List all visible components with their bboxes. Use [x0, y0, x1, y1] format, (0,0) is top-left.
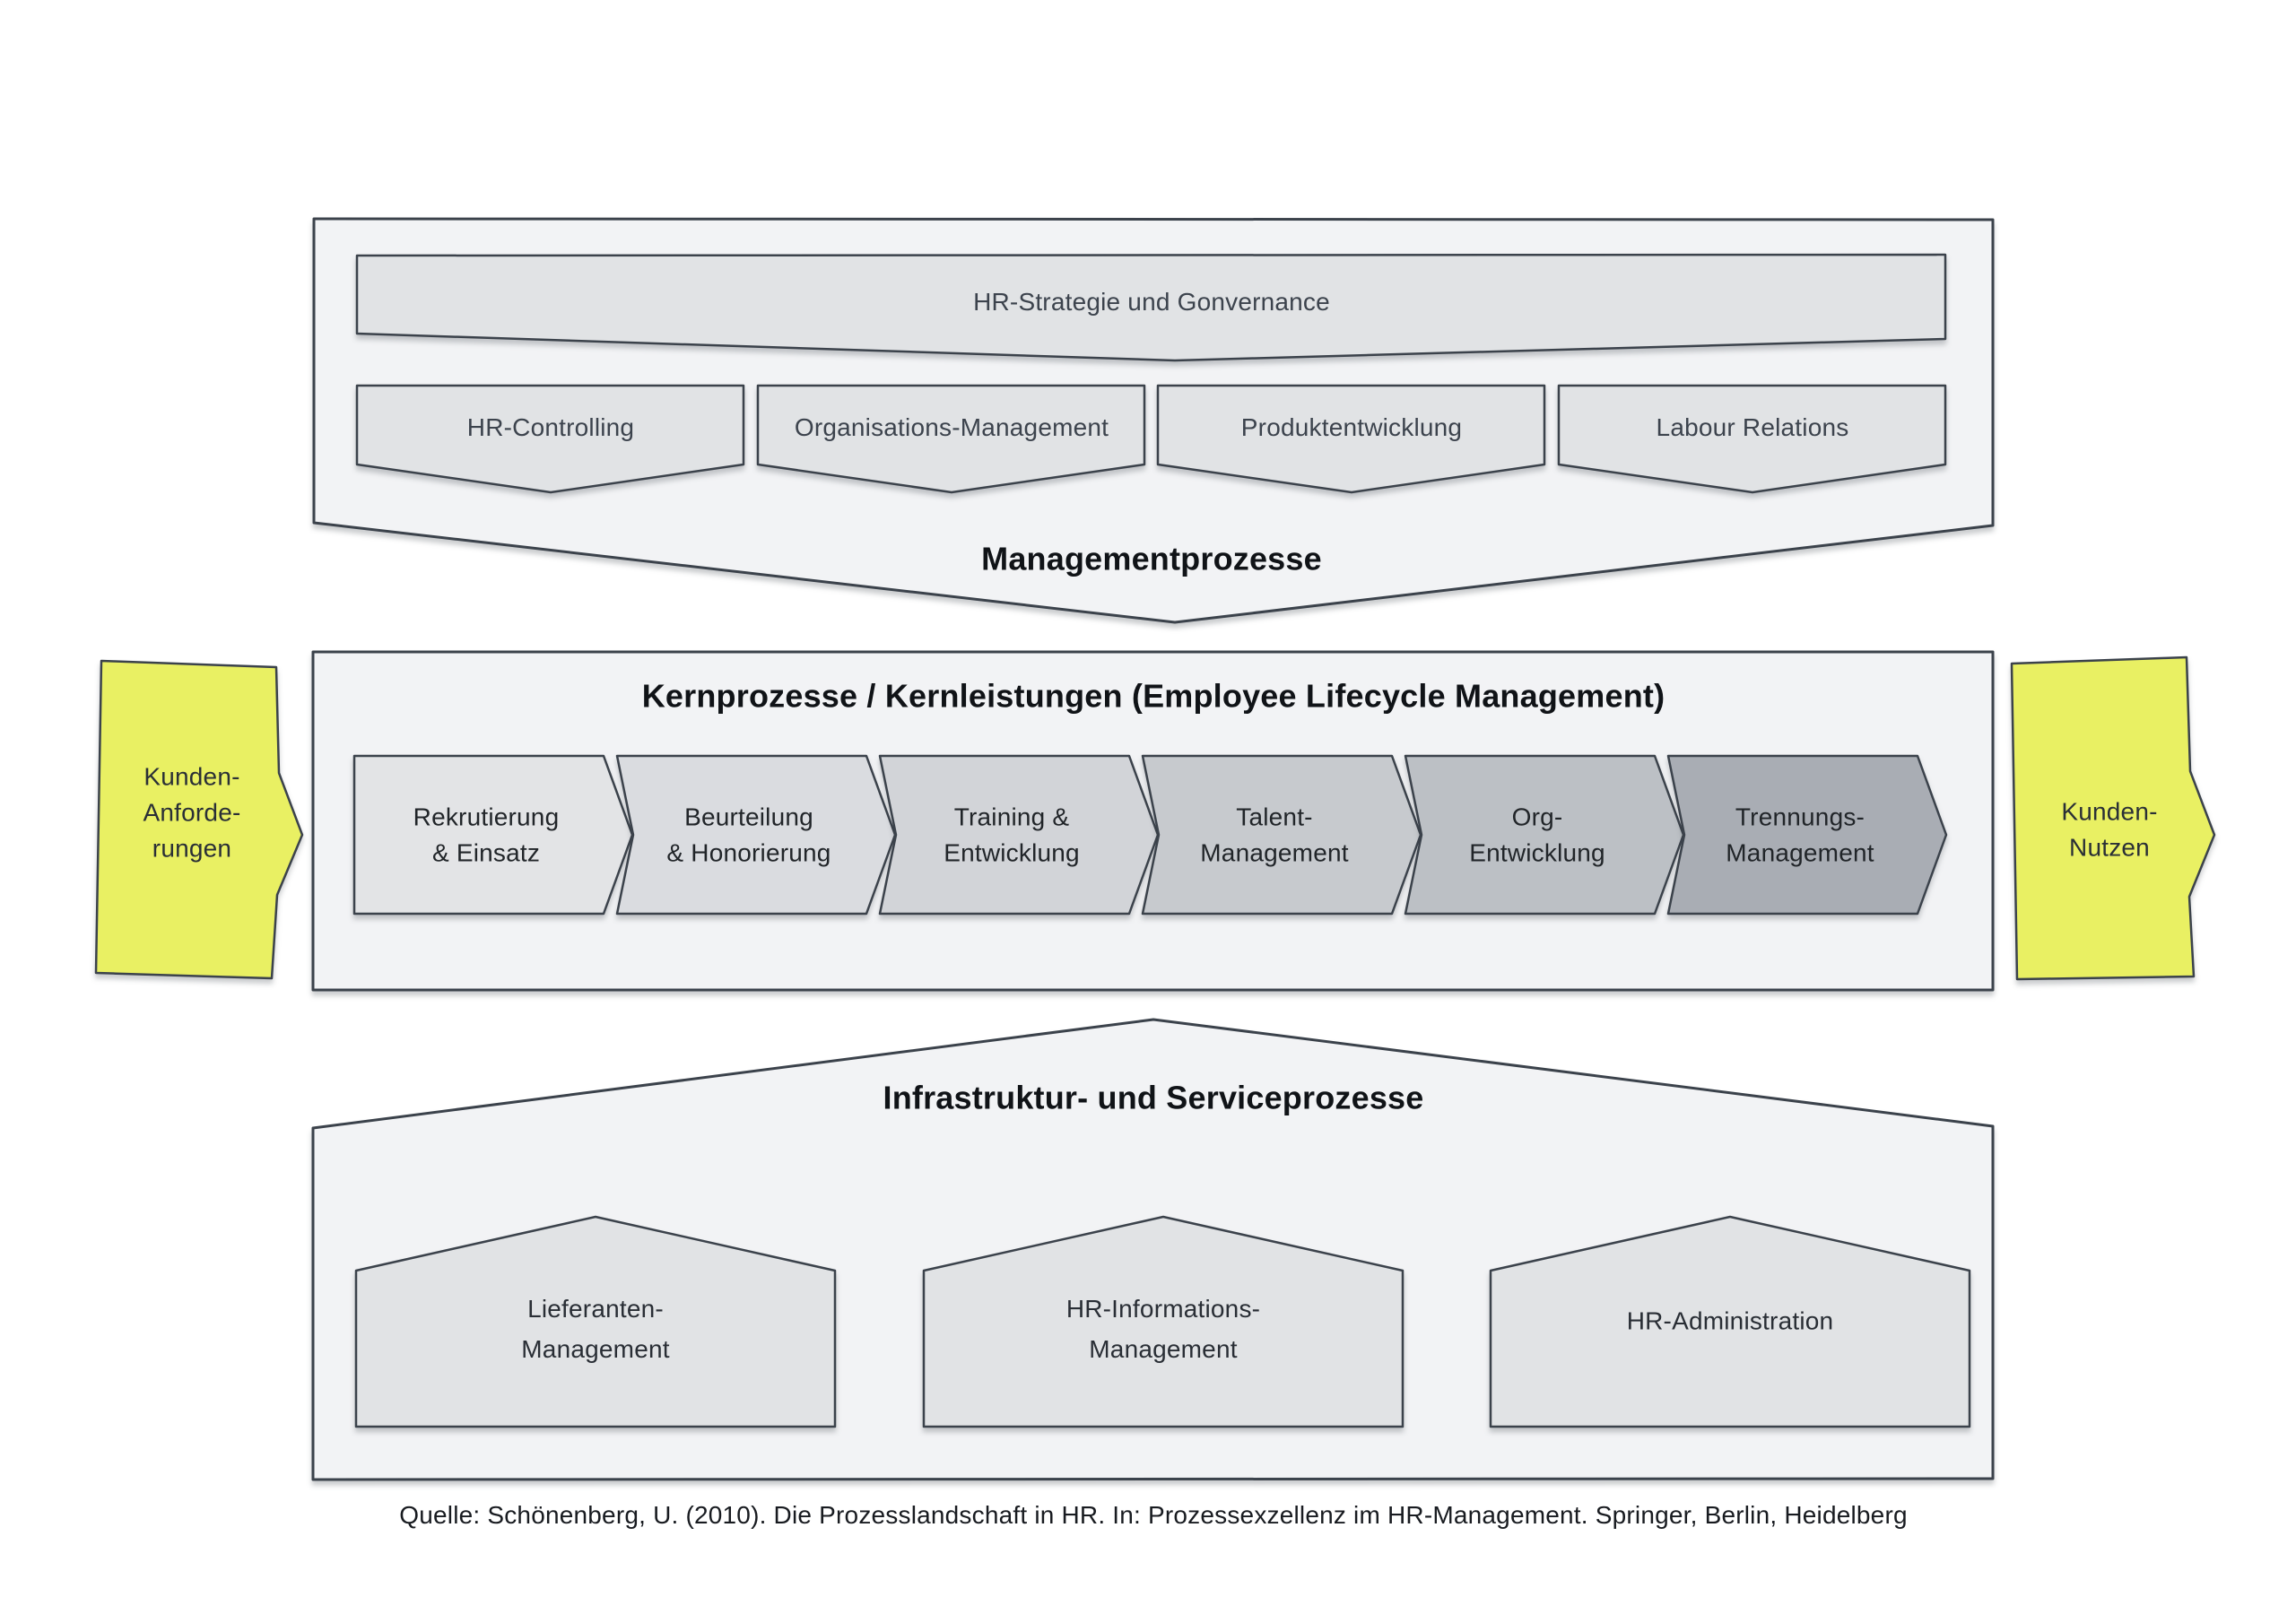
- infrastructure-box-label: Lieferanten- Management: [521, 1295, 670, 1363]
- infrastructure-box-shape: [922, 1215, 1405, 1428]
- core-step-shape: [352, 754, 634, 916]
- customer-requirements-arrow-shape: [94, 659, 304, 980]
- infrastructure-box-shape: [1489, 1215, 1971, 1428]
- core-step-label: Org- Entwicklung: [1469, 803, 1605, 866]
- infrastructure-section-title: Infrastruktur- und Serviceprozesse: [883, 1079, 1424, 1116]
- management-box-label: Organisations-Management: [794, 413, 1109, 442]
- management-box-shape: [355, 384, 745, 494]
- source-caption: Quelle: Schönenberg, U. (2010). Die Proz…: [399, 1501, 1908, 1530]
- core-step-label: Rekrutierung & Einsatz: [413, 803, 560, 866]
- core-step-shape: [1666, 754, 1948, 916]
- infrastructure-box-shape: [354, 1215, 837, 1428]
- core-step-label: Trennungs- Management: [1726, 803, 1874, 866]
- management-section-title: Managementprozesse: [981, 540, 1322, 577]
- customer-requirements-label: Kunden- Anforde- rungen: [143, 762, 241, 862]
- core-step-shape: [878, 754, 1160, 916]
- management-box-shape: [1557, 384, 1947, 494]
- core-step-label: Beurteilung & Honorierung: [666, 803, 831, 866]
- management-box-shape: [1156, 384, 1546, 494]
- infrastructure-box-label: HR-Informations- Management: [1065, 1295, 1261, 1363]
- customer-benefit-arrow-shape: [2010, 655, 2216, 981]
- core-section-title: Kernprozesse / Kernleistungen (Employee …: [641, 677, 1665, 715]
- strategy-bar-shape: [355, 253, 1947, 362]
- core-step-shape: [1141, 754, 1422, 916]
- core-step-shape: [615, 754, 897, 916]
- management-box-label: Labour Relations: [1656, 413, 1849, 442]
- management-box-shape: [756, 384, 1146, 494]
- management-box-label: HR-Controlling: [466, 413, 635, 442]
- customer-benefit-label: Kunden- Nutzen: [2061, 797, 2158, 861]
- infrastructure-box-label: HR-Administration: [1626, 1306, 1834, 1335]
- core-step-label: Talent- Management: [1200, 803, 1349, 866]
- core-step-label: Training & Entwicklung: [944, 803, 1080, 866]
- management-box-label: Produktentwicklung: [1240, 413, 1463, 442]
- core-step-shape: [1404, 754, 1685, 916]
- strategy-bar-label: HR-Strategie und Gonvernance: [973, 288, 1330, 317]
